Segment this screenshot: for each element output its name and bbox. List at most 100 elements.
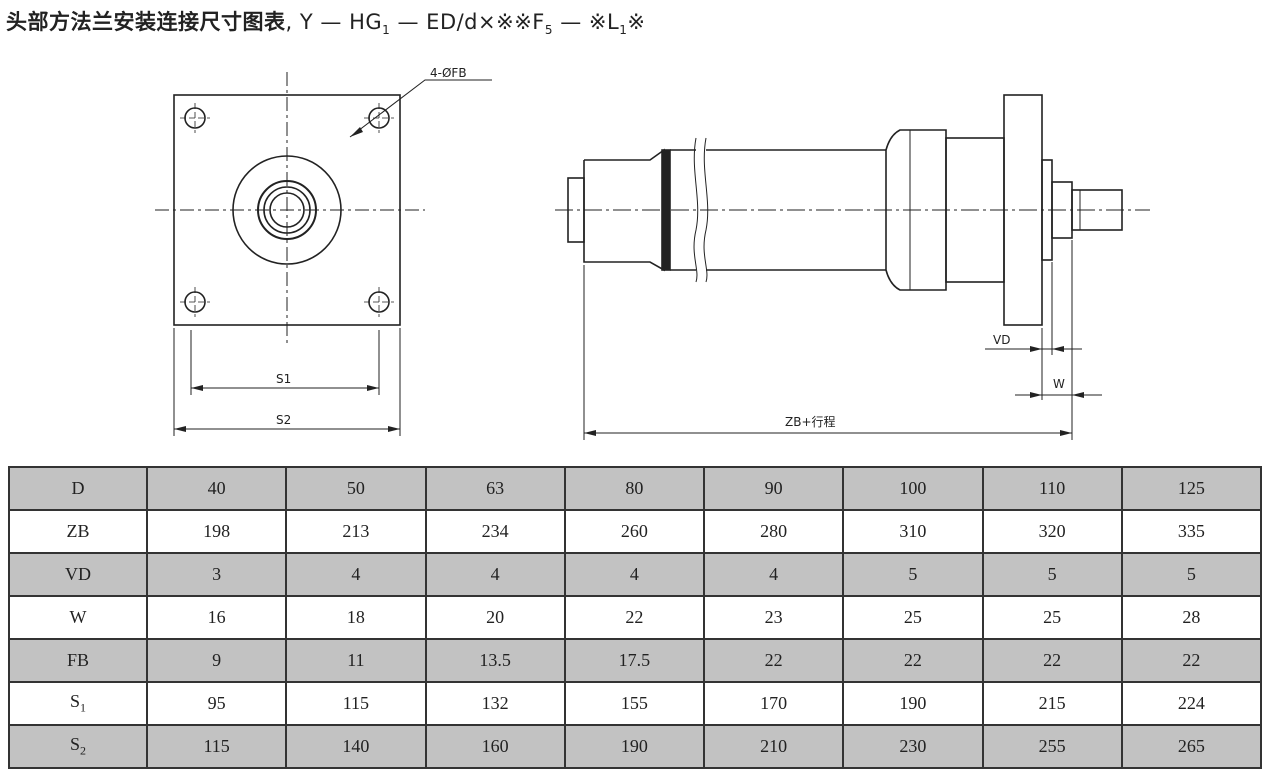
side-view: [555, 94, 1150, 440]
table-cell: 22: [981, 638, 1123, 683]
table-cell: 11: [285, 638, 427, 683]
table-cell: 234: [424, 509, 566, 554]
table-cell: 22: [702, 638, 845, 683]
table-cell: 320: [981, 509, 1123, 554]
table-cell: 115: [285, 681, 427, 726]
zb-label: ZB+行程: [785, 414, 836, 429]
row-header-sub: 1: [80, 700, 86, 715]
rod-thread: [1071, 189, 1123, 231]
table-cell: 4: [424, 552, 566, 597]
row-header-label: W: [69, 607, 87, 627]
table-cell: 190: [563, 724, 706, 769]
table-cell: 5: [842, 552, 984, 597]
table-cell: 3: [145, 552, 288, 597]
title-model-hg: HG: [349, 10, 383, 34]
title-model-y: Y: [299, 10, 314, 34]
table-cell: 22: [563, 595, 706, 640]
table-cell: 50: [285, 466, 427, 511]
table-cell: 18: [285, 595, 427, 640]
table-cell: 280: [702, 509, 845, 554]
table-cell: 140: [285, 724, 427, 769]
row-header: ZB: [8, 509, 148, 554]
table-cell: 4: [563, 552, 706, 597]
table-cell: 23: [702, 595, 845, 640]
row-header: D: [8, 466, 148, 511]
bore-circle: [269, 192, 305, 228]
table-cell: 17.5: [563, 638, 706, 683]
table-cell: 5: [1120, 552, 1263, 597]
table-cell: 198: [145, 509, 288, 554]
row-header-label: FB: [66, 650, 90, 670]
table-cell: 335: [1120, 509, 1263, 554]
row-header-label: S: [69, 691, 80, 712]
table-cell: 190: [842, 681, 984, 726]
front-view: [155, 72, 492, 436]
row-header: S2: [8, 724, 148, 769]
hole-leader-line: [349, 79, 492, 138]
title-model-l: ※L: [588, 10, 620, 34]
table-cell: 80: [563, 466, 706, 511]
title-main: 头部方法兰安装连接尺寸图表: [6, 10, 286, 34]
page-title: 头部方法兰安装连接尺寸图表, Y — HG1 — ED/d×※※F5 — ※L1…: [6, 10, 646, 38]
table-cell: 90: [702, 466, 845, 511]
row-header: FB: [8, 638, 148, 683]
table-cell: 255: [981, 724, 1123, 769]
technical-drawing: 4-ØFB S1 S2: [155, 66, 1150, 440]
table-cell: 210: [702, 724, 845, 769]
table-cell: 110: [981, 466, 1123, 511]
table-cell: 170: [702, 681, 845, 726]
s2-label: S2: [276, 413, 291, 427]
vd-label: VD: [993, 333, 1010, 347]
table-cell: 22: [842, 638, 984, 683]
table-cell: 215: [981, 681, 1123, 726]
table-cell: 16: [145, 595, 288, 640]
row-header-label: ZB: [66, 521, 90, 541]
row-header: VD: [8, 552, 148, 597]
row-header-label: D: [71, 478, 85, 498]
table-cell: 260: [563, 509, 706, 554]
row-header: S1: [8, 681, 148, 726]
table-cell: 125: [1120, 466, 1263, 511]
table-cell: 9: [145, 638, 288, 683]
table-cell: 155: [563, 681, 706, 726]
boss-ring-circle: [257, 180, 317, 240]
table-cell: 213: [285, 509, 427, 554]
title-model-hg-sub: 1: [382, 23, 391, 38]
w-label: W: [1053, 377, 1065, 391]
boss-inner-circle: [263, 186, 311, 234]
title-model-ed: ED/d×※※F: [426, 10, 545, 34]
table-cell: 40: [145, 466, 288, 511]
title-model-l-sub: 1: [619, 23, 628, 38]
table-cell: 115: [145, 724, 288, 769]
s1-label: S1: [276, 372, 291, 386]
table-cell: 13.5: [424, 638, 566, 683]
table-cell: 100: [842, 466, 984, 511]
table-cell: 265: [1120, 724, 1263, 769]
table-cell: 20: [424, 595, 566, 640]
row-header-sub: 2: [80, 743, 86, 758]
table-cell: 4: [702, 552, 845, 597]
table-cell: 28: [1120, 595, 1263, 640]
table-cell: 63: [424, 466, 566, 511]
table-cell: 25: [981, 595, 1123, 640]
table-cell: 230: [842, 724, 984, 769]
row-header-label: VD: [65, 564, 91, 584]
table-cell: 5: [981, 552, 1123, 597]
table-cell: 22: [1120, 638, 1263, 683]
hole-label: 4-ØFB: [430, 66, 467, 80]
row-header-label: S: [69, 734, 80, 755]
title-model-f-sub: 5: [544, 23, 554, 38]
seal-band: [661, 149, 671, 271]
table-cell: 224: [1120, 681, 1263, 726]
table-cell: 132: [424, 681, 566, 726]
table-cell: 4: [285, 552, 427, 597]
